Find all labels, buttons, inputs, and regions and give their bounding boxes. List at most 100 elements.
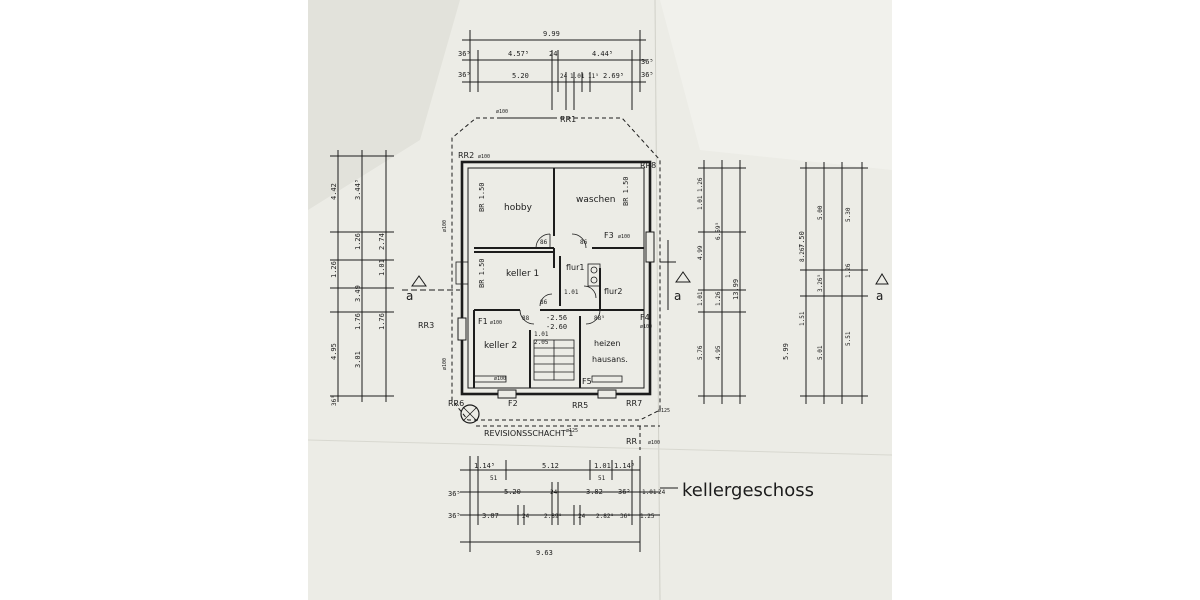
flur-dim: 1.01 [564, 289, 579, 296]
inner-dim-1: 1.01 [534, 331, 549, 338]
inner-dim-2: 2.05 [534, 339, 549, 346]
left-dim-labels: 4.42 3.44⁵ 1.26 2.74 1.26 3.49 1.01 1.76… [330, 179, 386, 406]
dim-top-h: 24 [560, 73, 568, 80]
dim-far-2: 5.30 [845, 207, 852, 222]
paper-fold-line-2 [307, 439, 893, 456]
pipe-125-b: ø125 [566, 428, 578, 434]
dim-left-0: 4.42 [330, 183, 338, 200]
dim-right-8: 1.26 [715, 291, 722, 306]
far-dim-labels: 7.50 5.00 5.30 8.26⁵ 3.26⁵ 1.51 5.99 5.0… [782, 205, 852, 360]
door-86-a: 86 [540, 299, 548, 306]
dim-top-k: 2.69⁵ [603, 72, 624, 80]
door-86-b: 86 [580, 239, 588, 246]
label-rr-front: RR [626, 437, 638, 446]
section-marker-left-icon [411, 275, 427, 287]
pipe-125-a: ø125 [658, 408, 670, 414]
pipe-f3: ø100 [618, 234, 630, 240]
room-waschen: waschen [576, 195, 615, 205]
pipe-rr2: ø100 [478, 154, 490, 160]
br-hobby: BR 1.50 [478, 182, 486, 212]
label-rr1: RR1 [560, 115, 576, 124]
paper-fold-shade [308, 0, 460, 210]
dim-right-5: 5.76 [697, 345, 704, 360]
label-rr8: RR8 [640, 161, 656, 170]
dim-far-3: 8.26⁵ [799, 244, 806, 262]
dim-left-6: 1.01 [378, 259, 386, 276]
dim-right-3: 6.59⁵ [715, 222, 722, 240]
section-marker-right-icon [675, 271, 691, 283]
dim-bottom-g: 36⁵ [448, 490, 461, 498]
pipe-keller2: ø100 [494, 376, 506, 382]
outer-wall [460, 160, 652, 396]
dim-bottom-q: 2.89⁵ [544, 513, 562, 520]
door-swings [519, 233, 601, 325]
dim-bottom-k: 36⁵ [618, 488, 631, 496]
dim-far-0: 7.50 [798, 231, 806, 248]
stairs [533, 339, 575, 381]
dim-bottom-c: 1.01 [594, 462, 611, 470]
label-rr7: RR7 [626, 399, 642, 408]
interior-walls [473, 168, 644, 388]
dim-left-4: 1.26 [330, 261, 338, 278]
dim-far-6: 5.99 [782, 343, 790, 360]
door-885: 88⁵ [594, 315, 605, 322]
dim-right-2: 4.99 [697, 245, 704, 260]
room-keller2: keller 2 [484, 341, 517, 351]
dim-right-6: 4.95 [715, 345, 722, 360]
dim-left-10: 1.76 [378, 313, 386, 330]
pipe-f1: ø100 [490, 320, 502, 326]
dim-top-f: 36⁵ [458, 71, 471, 79]
dim-far-9: 1.26 [845, 263, 852, 278]
dim-bottom-p: 24 [522, 513, 530, 520]
bottom-dimension-chains [460, 456, 660, 552]
dim-top-j: 11⁵ [588, 73, 599, 80]
level-1: -2.56 [546, 314, 567, 322]
paper-fold-line [654, 0, 661, 600]
dim-top-a: 36⁵ [458, 50, 471, 58]
dim-left-11: 36⁵ [331, 395, 338, 406]
label-rr3: RR3 [418, 321, 434, 330]
drain-outline [451, 117, 661, 421]
label-f4: F4 [640, 313, 650, 322]
room-hausans: hausans. [592, 355, 628, 364]
label-revisionsschacht: REVISIONSSCHACHT 1 [484, 429, 573, 438]
drawing-title: kellergeschoss [682, 480, 814, 501]
dim-top-i: 1.01 [570, 73, 585, 80]
dim-top-b: 4.57⁵ [508, 50, 529, 58]
right-dimension-chains [660, 160, 746, 404]
fixtures [455, 261, 623, 383]
label-rr5: RR5 [572, 401, 588, 410]
dim-bottom-total: 9.63 [536, 549, 553, 557]
dim-right-1: 1.01 [697, 195, 704, 210]
room-flur2: flur2 [604, 287, 623, 296]
basement-windows [457, 231, 655, 399]
room-flur1: flur1 [566, 263, 585, 272]
revisionsschacht-icon [460, 404, 480, 424]
dim-far-8: 5.51 [845, 331, 852, 346]
pipe-left: ø100 [442, 220, 448, 232]
label-f2: F2 [508, 399, 518, 408]
dim-right-7: 1.01 [697, 291, 704, 306]
label-f1: F1 [478, 317, 488, 326]
dim-top-c: 24 [549, 50, 557, 58]
dim-left-1: 3.44⁵ [354, 179, 362, 200]
level-2: -2.60 [546, 323, 567, 331]
room-keller1: keller 1 [506, 269, 539, 279]
room-heizen: heizen [594, 339, 620, 348]
dim-left-7: 1.76 [354, 313, 362, 330]
dim-right-4: 13.99 [732, 279, 740, 300]
dim-bottom-f: 51 [598, 475, 606, 482]
revisionsschacht-cross-2 [462, 406, 478, 422]
br-keller1: BR 1.50 [478, 258, 486, 288]
dim-bottom-h: 5.20 [504, 488, 521, 496]
pipe-rr-front: ø100 [648, 440, 660, 446]
dim-bottom-o: 3.07 [482, 512, 499, 520]
dim-bottom-b: 5.12 [542, 462, 559, 470]
dim-bottom-u: 1.25 [640, 513, 655, 520]
dim-bottom-e: 51 [490, 475, 498, 482]
br-waschen: BR 1.50 [622, 176, 630, 206]
dim-right-0: 1.26 [697, 177, 704, 192]
right-dim-labels: 1.26 1.01 4.99 6.59⁵ 13.99 5.76 4.95 1.0… [697, 177, 740, 360]
section-label-right: a [674, 289, 681, 303]
label-rr6: RR6 [448, 399, 464, 408]
